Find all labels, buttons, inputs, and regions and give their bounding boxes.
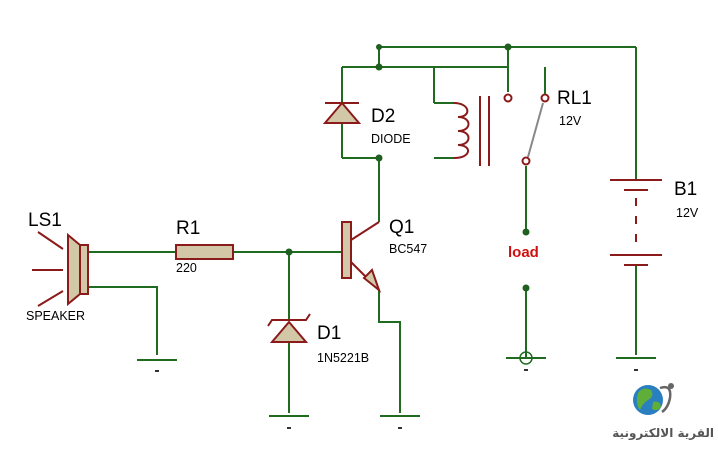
speaker-ls1	[32, 231, 89, 307]
wires	[88, 46, 637, 413]
rl1-ref: RL1	[557, 88, 592, 109]
watermark-text: القرية الالكترونية	[612, 426, 714, 441]
resistor-r1	[175, 244, 234, 260]
diode-d2	[322, 101, 362, 124]
d2-value: DIODE	[371, 132, 411, 146]
ground-symbol-speaker	[137, 359, 177, 372]
b1-ref: B1	[674, 179, 697, 200]
battery-b1	[610, 179, 662, 266]
ground-symbol-emitter	[380, 415, 420, 429]
ls1-value: SPEAKER	[26, 309, 85, 323]
d2-ref: D2	[371, 106, 395, 127]
d1-ref: D1	[317, 323, 341, 344]
ground-symbol-load	[506, 351, 546, 371]
zener-d1	[267, 313, 311, 343]
r1-ref: R1	[176, 218, 200, 239]
junction-dots	[285, 43, 530, 292]
q1-ref: Q1	[389, 217, 414, 238]
d1-value: 1N5221B	[317, 351, 369, 365]
ls1-ref: LS1	[28, 210, 62, 231]
globe-icon	[633, 383, 674, 415]
relay-rl1	[453, 67, 550, 166]
q1-value: BC547	[389, 242, 427, 256]
load-label: load	[508, 244, 539, 261]
b1-value: 12V	[676, 206, 699, 220]
transistor-q1	[341, 221, 382, 293]
ground-symbol-battery	[616, 357, 656, 371]
ground-symbol-zener	[269, 415, 309, 429]
r1-value: 220	[176, 261, 197, 275]
rl1-value: 12V	[559, 114, 582, 128]
